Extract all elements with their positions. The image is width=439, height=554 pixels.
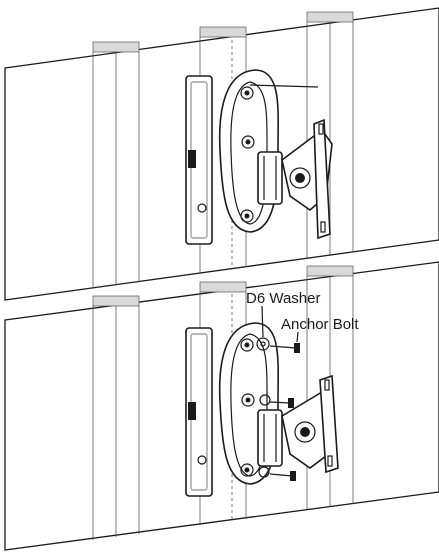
anchor-bolt-lower xyxy=(258,466,296,481)
panel-bottom: D6 Washer Anchor Bolt xyxy=(4,261,439,551)
level-tool-bottom xyxy=(185,327,213,497)
wall-plate-top xyxy=(218,69,279,233)
bolt-leader xyxy=(296,331,299,343)
washer-leader xyxy=(261,305,264,338)
level-tool-top xyxy=(185,75,213,245)
swivel-bracket-top xyxy=(257,118,333,240)
label-anchor-bolt: Anchor Bolt xyxy=(281,316,359,333)
marker-pencil xyxy=(249,84,319,88)
anchor-bolt-upper xyxy=(269,343,300,353)
label-d6-washer: D6 Washer xyxy=(246,290,320,307)
washer-top-bottom-panel xyxy=(256,337,270,351)
panel-top xyxy=(4,7,439,301)
anchor-bolt-middle xyxy=(259,394,294,408)
swivel-bracket-bottom xyxy=(257,374,339,474)
